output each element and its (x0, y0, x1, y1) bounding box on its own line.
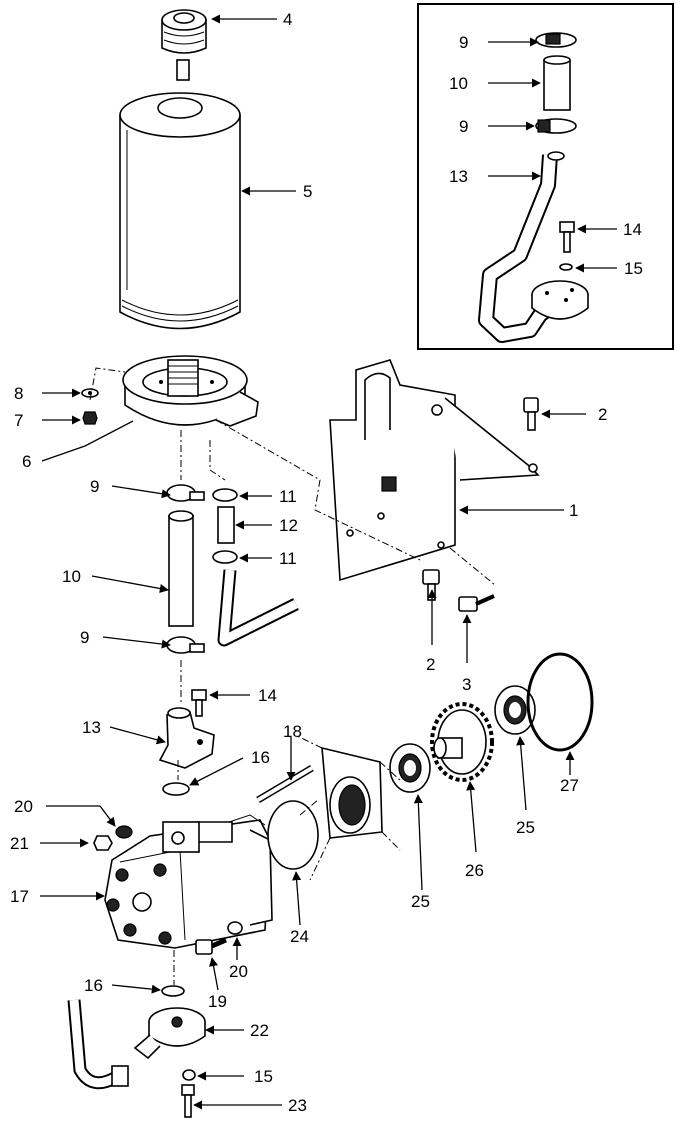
callout-14-main: 14 (258, 686, 277, 705)
o-ring-16-lower (161, 985, 185, 997)
inlet-hose (67, 999, 129, 1090)
bolt-2-lower (422, 569, 440, 601)
o-ring-27 (526, 652, 594, 752)
o-ring-24 (267, 800, 319, 870)
leader-lines (40, 14, 617, 1110)
callout-11-lower: 11 (279, 549, 297, 568)
hose-clamp-upper (166, 484, 205, 502)
callout-17: 17 (10, 887, 29, 906)
screw-3 (458, 594, 495, 612)
adapter-plate (321, 746, 383, 839)
inset-detail-box (417, 3, 674, 350)
callout-9-inset-upper: 9 (459, 33, 468, 52)
clamp-11-lower (212, 550, 238, 564)
callout-2-upper: 2 (598, 405, 607, 424)
nut-21 (93, 835, 113, 851)
callout-25-left: 25 (411, 892, 430, 911)
callout-7: 7 (14, 411, 23, 430)
callout-13-inset: 13 (449, 167, 468, 186)
callout-20-upper: 20 (14, 797, 33, 816)
callout-labels: 1 2 2 3 4 5 6 7 8 9 9 9 9 10 10 11 11 12… (10, 10, 643, 1115)
callout-1: 1 (569, 501, 578, 520)
inset-suction-pipe (478, 151, 589, 343)
callout-20-lower: 20 (229, 962, 248, 981)
washer-8 (81, 388, 99, 398)
bolt-14 (191, 689, 207, 717)
filter-relief-valve (161, 9, 207, 81)
bolt-2-upper (523, 397, 539, 431)
callout-4: 4 (283, 10, 292, 29)
callout-25-right: 25 (516, 818, 535, 837)
alignment-lines (89, 367, 496, 985)
callout-14-inset: 14 (623, 220, 642, 239)
washer-15 (182, 1069, 196, 1081)
tube-bent (217, 569, 299, 647)
bearing-25-right (494, 685, 536, 735)
callout-18: 18 (283, 722, 302, 741)
suction-adapter-22 (133, 1007, 206, 1060)
callout-13-main: 13 (82, 718, 101, 737)
callout-16-lower: 16 (84, 976, 103, 995)
bolt-23 (181, 1084, 195, 1118)
callout-16-upper: 16 (251, 748, 270, 767)
hose-12 (217, 506, 235, 544)
gear-26 (430, 702, 494, 782)
callout-12: 12 (279, 516, 298, 535)
callout-24: 24 (290, 927, 309, 946)
washer-20-upper (115, 825, 133, 839)
callout-11-upper: 11 (279, 487, 297, 506)
suction-fitting (158, 707, 215, 769)
callout-23: 23 (288, 1096, 307, 1115)
washer-20-lower (227, 921, 243, 935)
callout-9-main-upper: 9 (90, 477, 99, 496)
callout-22: 22 (250, 1021, 269, 1040)
callout-19: 19 (208, 992, 227, 1011)
mounting-bracket (329, 359, 540, 582)
inset-washer (559, 263, 573, 271)
callout-6: 6 (22, 452, 31, 471)
callout-2-lower: 2 (426, 655, 435, 674)
o-ring-16-upper (162, 782, 190, 796)
filter-head (122, 355, 259, 427)
inset-hose-clamp-top (535, 32, 577, 48)
hydraulic-pump (104, 814, 273, 949)
callout-15-inset: 15 (624, 259, 643, 278)
callout-9-main-lower: 9 (80, 628, 89, 647)
callout-21: 21 (10, 834, 29, 853)
callout-8: 8 (14, 384, 23, 403)
inset-bolt (559, 221, 575, 253)
callout-15-main: 15 (254, 1067, 273, 1086)
callout-27: 27 (560, 776, 579, 795)
stud-18 (256, 764, 314, 804)
inset-hose (543, 55, 571, 111)
nut-7 (82, 411, 98, 425)
bearing-25-left (389, 743, 431, 793)
clamp-11-upper (212, 488, 238, 502)
hose-10 (168, 510, 194, 627)
callout-3: 3 (462, 675, 471, 694)
callout-10-inset: 10 (449, 74, 468, 93)
callout-10-main: 10 (62, 567, 81, 586)
filter-element (119, 92, 241, 330)
hose-clamp-lower (166, 636, 205, 654)
inset-hose-clamp-bottom (535, 118, 577, 134)
bolt-19 (195, 937, 227, 955)
callout-5: 5 (303, 182, 312, 201)
callout-9-inset-lower: 9 (459, 117, 468, 136)
callout-26: 26 (465, 861, 484, 880)
